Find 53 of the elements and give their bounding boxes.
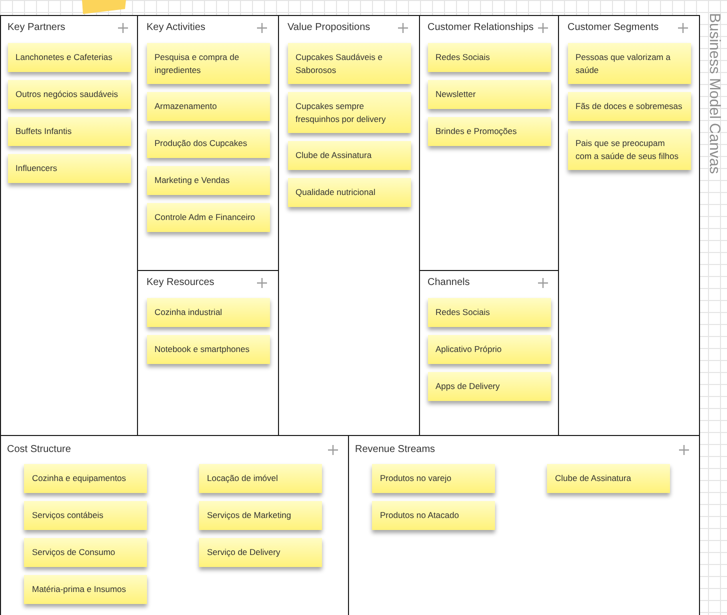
sticky-note: Locação de imóvel [199,464,322,493]
sticky-note: Influencers [8,154,130,183]
sticky-note: Redes Sociais [428,43,550,72]
sticky-note: Qualidade nutricional [288,178,410,207]
sticky-note: Serviços contábeis [24,501,147,530]
section-heading: Cost Structure [7,443,71,457]
canvas-block [419,270,559,436]
section-heading: Revenue Streams [355,443,436,457]
sticky-note: Marketing e Vendas [146,166,270,195]
canvas-block [137,15,279,271]
sticky-note: Pais que se preocupam com a saúde de seus filhos [568,129,690,170]
sticky-note: Outros negócios saudáveis [8,80,130,109]
canvas-block [0,15,138,436]
sticky-note: Serviços de Marketing [199,501,322,530]
sticky-note: Matéria-prima e Insumos [24,575,147,604]
section-heading: Key Resources [146,276,214,290]
sticky-note: Clube de Assinatura [288,141,410,170]
canvas-block [137,270,279,436]
canvas-block [0,435,349,615]
sticky-note: Apps de Delivery [428,372,550,401]
sticky-note: Fãs de doces e sobremesas [568,92,690,121]
sticky-note: Newsletter [428,80,550,109]
section-heading: Channels [428,276,470,290]
section-heading: Customer Segments [568,21,659,35]
canvas-block [419,15,559,271]
sticky-note: Clube de Assinatura [547,464,670,493]
sticky-note: Produtos no varejo [372,464,495,493]
sticky-note: Cupcakes Saudáveis e Saborosos [288,43,410,84]
section-heading: Key Activities [146,21,206,35]
sticky-note: Produção dos Cupcakes [146,129,270,158]
sticky-note: Serviço de Delivery [199,538,322,567]
canvas-block [278,15,420,436]
sticky-note: Aplicativo Próprio [428,335,550,364]
sticky-note: Cozinha e equipamentos [24,464,147,493]
sticky-note: Pesquisa e compra de ingredientes [146,43,270,84]
sticky-note: Cozinha industrial [146,298,270,327]
sticky-note: Pessoas que valorizam a saúde [568,43,690,84]
canvas-block [558,15,700,436]
canvas-title: Business Model Canvas [705,13,723,174]
section-heading: Customer Relationships [428,21,534,35]
sticky-note: Armazenamento [146,92,270,121]
canvas-block [348,435,700,615]
section-heading: Key Partners [8,21,66,35]
sticky-note: Buffets Infantis [8,117,130,146]
sticky-note: Cupcakes sempre fresquinhos por delivery [288,92,410,133]
sticky-note: Lanchonetes e Cafeterias [8,43,130,72]
sticky-note: Controle Adm e Financeiro [146,203,270,232]
sticky-note: Notebook e smartphones [146,335,270,364]
sticky-note: Produtos no Atacado [372,501,495,530]
sticky-note: Redes Sociais [428,298,550,327]
section-heading: Value Propositions [288,21,370,35]
sticky-note: Brindes e Promoções [428,117,550,146]
sticky-note: Serviços de Consumo [24,538,147,567]
